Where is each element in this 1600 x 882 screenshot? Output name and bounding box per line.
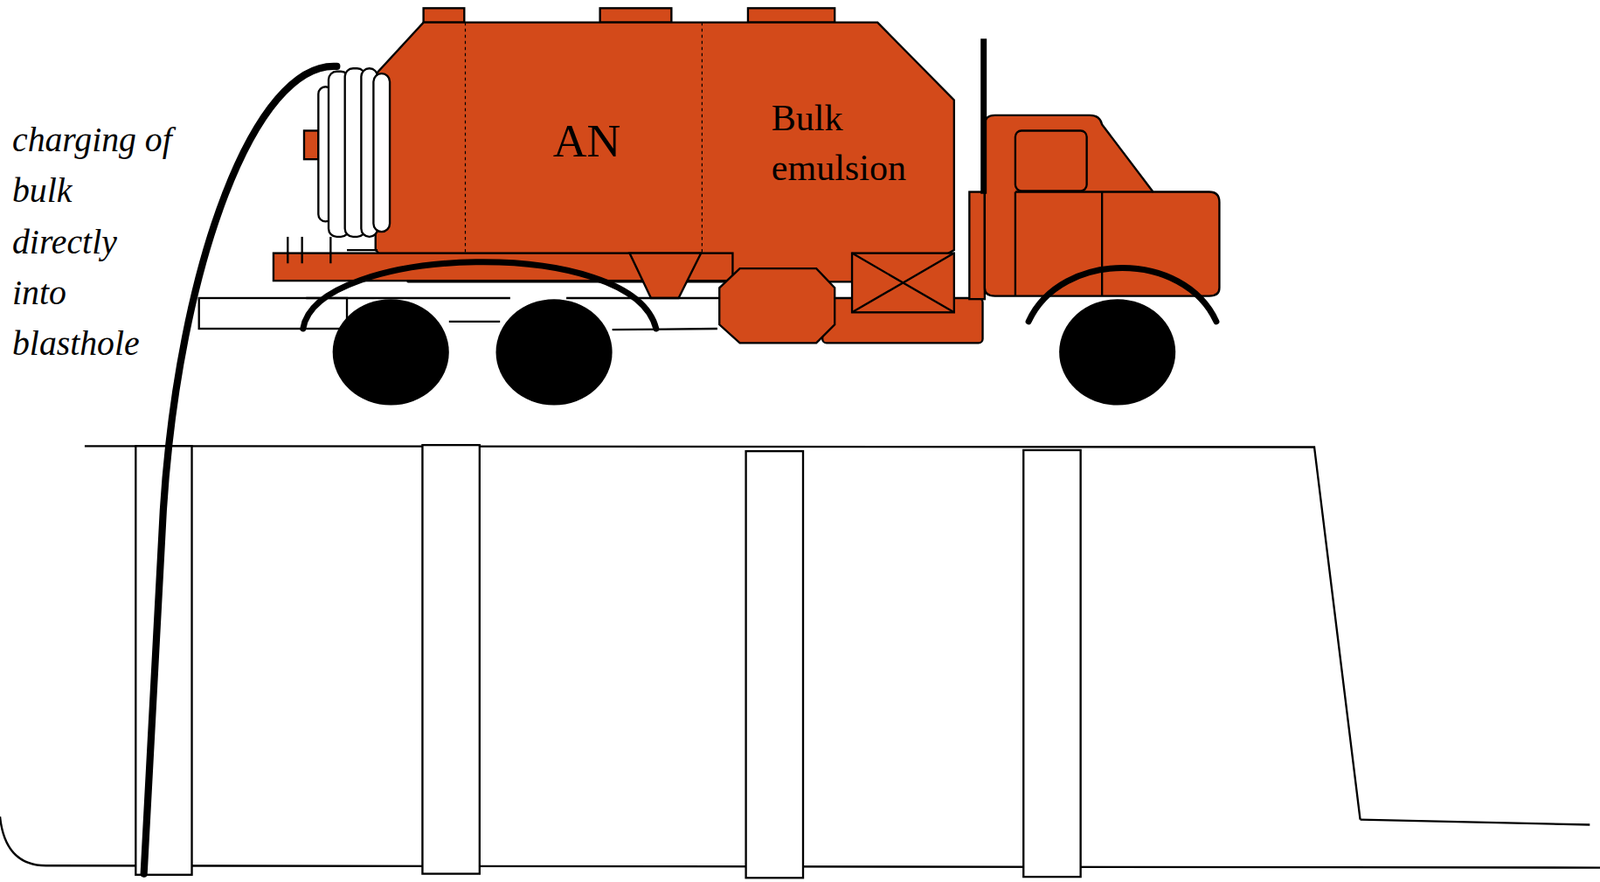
- compartment-label: AN: [530, 114, 643, 168]
- blastholes: [135, 444, 1081, 878]
- compartment-label: Bulk emulsion: [771, 93, 946, 192]
- side-note: charging of bulk directly into blasthole: [12, 114, 174, 370]
